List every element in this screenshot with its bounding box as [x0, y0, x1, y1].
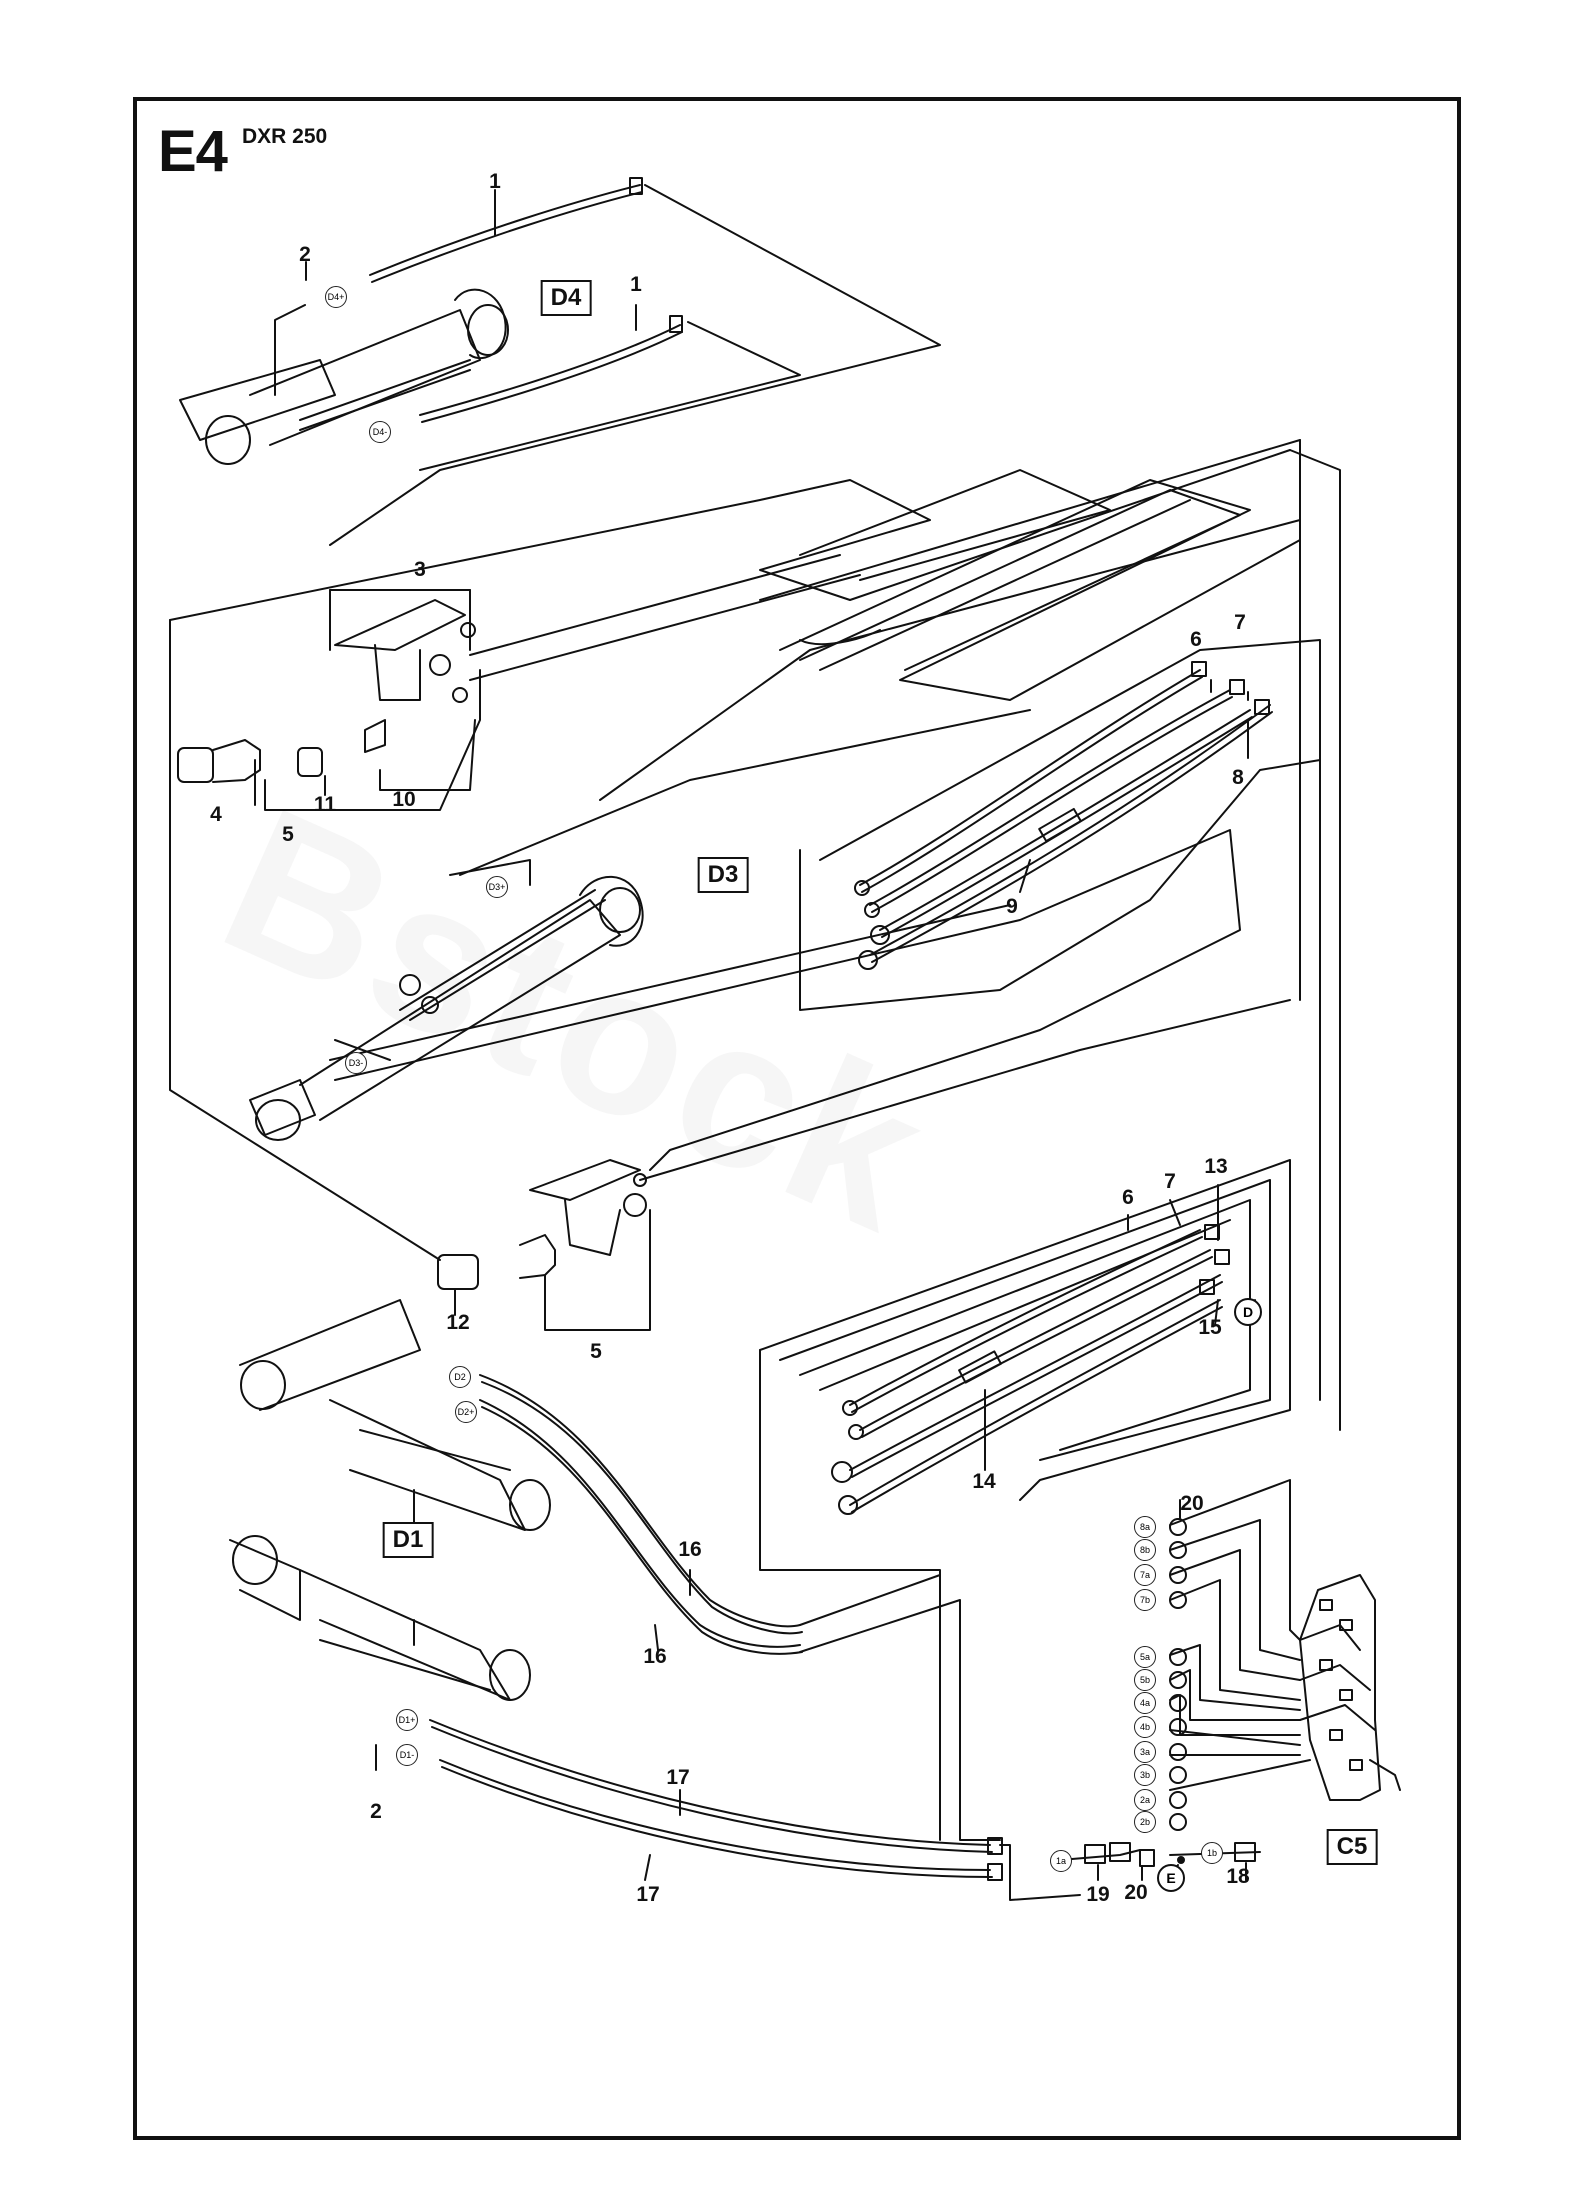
port-tag: 8a	[1134, 1516, 1156, 1538]
upper-hoses-group	[854, 661, 1273, 970]
callout-14[interactable]: 14	[972, 1470, 996, 1493]
leader-lines	[254, 189, 1256, 1881]
d3-harness	[329, 709, 1241, 1171]
port-tag: 4a	[1134, 1692, 1156, 1714]
d4-hoses	[369, 177, 683, 423]
serpentine-loop	[779, 439, 1301, 1001]
port-tag: D1-	[396, 1744, 418, 1766]
port-tag: 7a	[1134, 1564, 1156, 1586]
d4-harness-outline	[329, 184, 941, 546]
d3-bracket-assembly	[177, 599, 476, 783]
port-tag: D2+	[455, 1401, 477, 1423]
callout-3[interactable]: 3	[414, 558, 426, 581]
port-tag: D1+	[396, 1709, 418, 1731]
callout-7[interactable]: 7	[1164, 1170, 1176, 1193]
callout-5[interactable]: 5	[590, 1340, 602, 1363]
hoses-16	[479, 1374, 1001, 1841]
callout-2[interactable]: 2	[299, 243, 311, 266]
d1-cylinder	[229, 1535, 531, 1701]
model-name: DXR 250	[242, 125, 328, 148]
callout-16[interactable]: 16	[643, 1645, 667, 1668]
ref-box-d4[interactable]: D4	[540, 280, 592, 316]
port-tag: 3a	[1134, 1741, 1156, 1763]
c5-port-lines	[1009, 1479, 1311, 1901]
port-tag: 7b	[1134, 1589, 1156, 1611]
callout-8[interactable]: 8	[1232, 766, 1244, 789]
callout-4[interactable]: 4	[210, 803, 222, 826]
callout-18[interactable]: 18	[1226, 1865, 1250, 1888]
port-tag: 2a	[1134, 1789, 1156, 1811]
port-tag: 5a	[1134, 1646, 1156, 1668]
callout-1[interactable]: 1	[630, 273, 642, 296]
port-tag: 4b	[1134, 1716, 1156, 1738]
callout-11[interactable]: 11	[313, 793, 337, 816]
callout-10[interactable]: 10	[392, 788, 416, 811]
callout-20[interactable]: 20	[1180, 1492, 1204, 1515]
callout-5[interactable]: 5	[282, 823, 294, 846]
hoses-17	[429, 1719, 1011, 1881]
c5-fittings	[1084, 1518, 1256, 1867]
callout-17[interactable]: 17	[666, 1766, 690, 1789]
upper-right-harness	[799, 449, 1341, 1431]
ref-box-c5[interactable]: C5	[1326, 1829, 1378, 1865]
d4-cylinder	[179, 288, 509, 465]
callout-17[interactable]: 17	[636, 1883, 660, 1906]
port-tag: D2	[449, 1366, 471, 1388]
port-tag: D4-	[369, 421, 391, 443]
callout-20[interactable]: 20	[1124, 1881, 1148, 1904]
port-tag: 8b	[1134, 1539, 1156, 1561]
port-tag: 1b	[1201, 1842, 1223, 1864]
ref-box-d3[interactable]: D3	[697, 857, 749, 893]
callout-6[interactable]: 6	[1190, 628, 1202, 651]
callout-7[interactable]: 7	[1234, 611, 1246, 634]
callout-9[interactable]: 9	[1006, 895, 1018, 918]
callout-1[interactable]: 1	[489, 170, 501, 193]
callout-16[interactable]: 16	[678, 1538, 702, 1561]
callout-12[interactable]: 12	[446, 1311, 470, 1334]
d2-cylinder	[239, 1299, 551, 1531]
port-tag: 1a	[1050, 1850, 1072, 1872]
port-tag: D3-	[345, 1052, 367, 1074]
callout-13[interactable]: 13	[1204, 1155, 1228, 1178]
callout-15[interactable]: 15	[1198, 1316, 1222, 1339]
diagram-frame	[133, 97, 1461, 2140]
ref-circle-d[interactable]: D	[1234, 1298, 1262, 1326]
callout-2[interactable]: 2	[370, 1800, 382, 1823]
port-tag: 3b	[1134, 1764, 1156, 1786]
callout-19[interactable]: 19	[1086, 1883, 1110, 1906]
page-code: E4	[158, 119, 228, 184]
port-tag: 2b	[1134, 1811, 1156, 1833]
d1-bracket-assembly	[437, 1159, 647, 1290]
c5-valve-block	[1299, 1574, 1401, 1801]
callout-6[interactable]: 6	[1122, 1186, 1134, 1209]
lower-harness-outline	[639, 999, 1291, 1841]
ref-circle-e[interactable]: E	[1157, 1864, 1185, 1892]
ref-box-d1[interactable]: D1	[382, 1522, 434, 1558]
port-tag: 5b	[1134, 1669, 1156, 1691]
port-tag: D3+	[486, 876, 508, 898]
port-tag: D4+	[325, 286, 347, 308]
lower-hoses-group	[831, 1224, 1230, 1515]
